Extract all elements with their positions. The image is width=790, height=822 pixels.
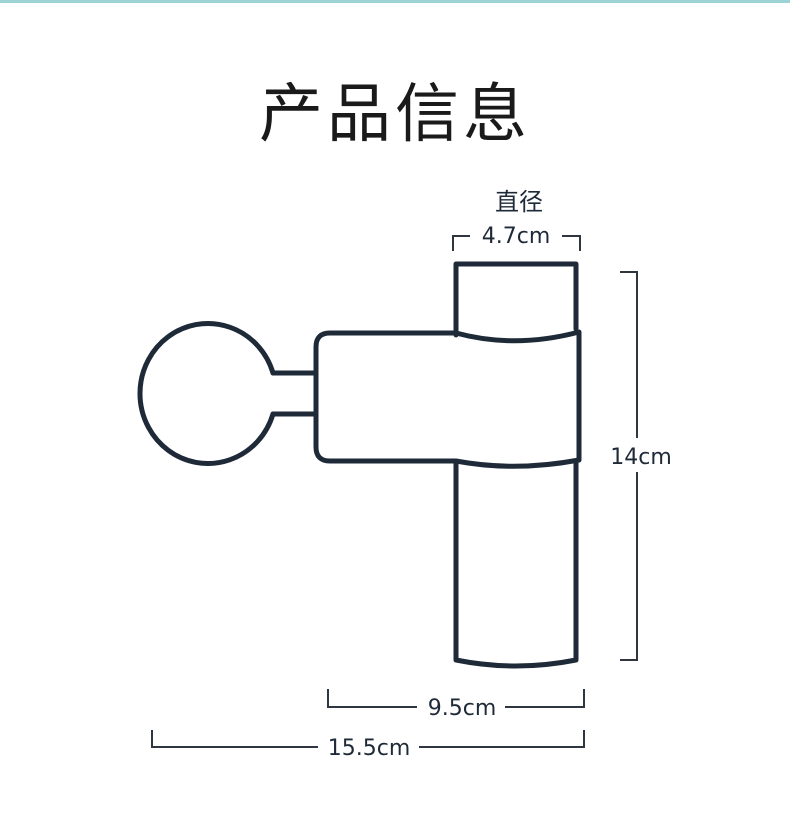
- diameter-bracket-right: [562, 235, 581, 251]
- body-width-dimension: [327, 689, 585, 708]
- gun-ball-head: [137, 321, 276, 466]
- page-title: 产品信息: [259, 77, 531, 152]
- diameter-value: 4.7cm: [482, 224, 551, 249]
- gun-neck: [270, 370, 319, 417]
- top-accent-rule: [0, 0, 790, 3]
- massage-gun-outline: [137, 261, 582, 669]
- diameter-bracket-left: [452, 235, 470, 251]
- total-length-bracket-left: [151, 730, 318, 748]
- body-width-value: 9.5cm: [428, 696, 497, 721]
- diameter-dimension: [452, 235, 581, 251]
- gun-handle: [453, 261, 579, 669]
- total-length-dimension: [151, 730, 585, 748]
- total-length-bracket-right: [419, 730, 585, 748]
- height-value: 14cm: [610, 445, 672, 470]
- gun-head-body: [313, 329, 582, 469]
- total-length-value: 15.5cm: [328, 736, 411, 761]
- diameter-label: 直径: [495, 188, 543, 216]
- body-width-bracket-right: [505, 689, 585, 708]
- body-width-bracket-left: [327, 689, 417, 708]
